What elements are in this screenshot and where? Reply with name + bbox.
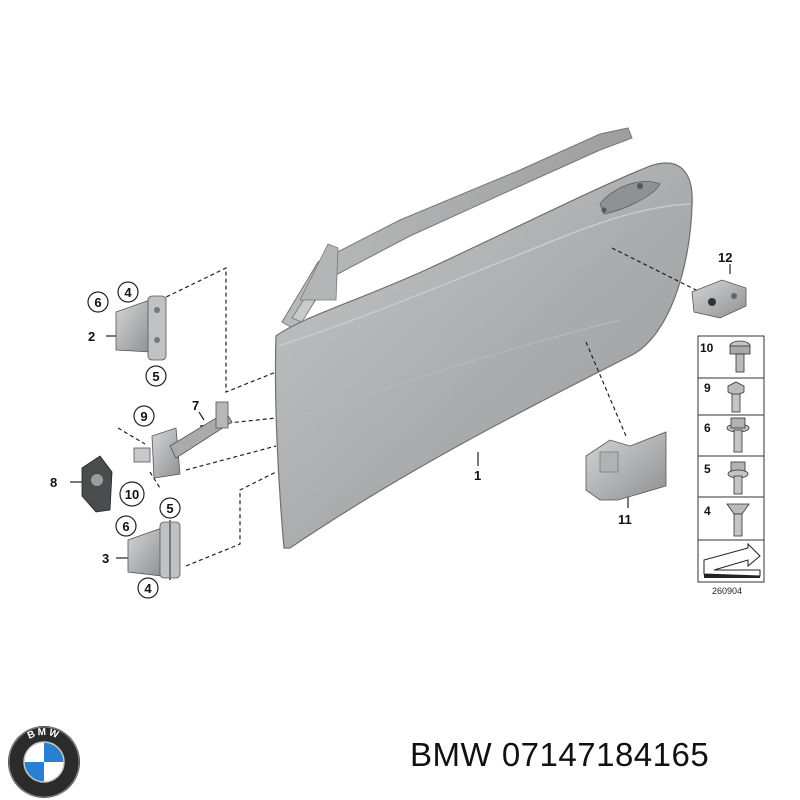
diagram-number: 260904 [712, 586, 742, 596]
label-part-9: 9 [140, 409, 147, 424]
label-part-2: 2 [88, 329, 95, 344]
lower-hinge [127, 520, 181, 580]
circled-labels [87, 281, 181, 599]
label-part-6-lower: 6 [122, 519, 129, 534]
label-part-4-lower: 4 [144, 581, 152, 596]
fastener-panel: 10 9 6 5 4 [697, 335, 765, 596]
lock-striker [691, 279, 747, 319]
label-part-10: 10 [125, 487, 139, 502]
circled-label-text: 4 6 5 9 10 5 6 4 [94, 285, 173, 596]
label-part-8: 8 [50, 475, 57, 490]
door-check-strap [133, 401, 233, 479]
upper-hinge [115, 295, 167, 361]
bmw-logo: BMW [8, 726, 80, 798]
door-window-frame [281, 127, 633, 331]
fastener-label-4: 4 [704, 504, 711, 518]
callout-5-lower [159, 497, 181, 519]
door-handle [599, 181, 661, 215]
bmw-logo-letters: BMW [26, 727, 62, 742]
countersunk-bolt-icon [726, 503, 750, 537]
leader-lines [117, 247, 701, 567]
label-part-4-upper: 4 [124, 285, 132, 300]
label-part-5-upper: 5 [152, 369, 159, 384]
connector-bracket [585, 431, 667, 501]
flange-bolt-icon [726, 417, 750, 453]
callout-9 [133, 405, 155, 427]
callout-5-upper [145, 365, 167, 387]
callout-6-upper [87, 291, 109, 313]
brand-name: BMW [410, 736, 493, 773]
collar-bolt-icon [727, 461, 749, 495]
callout-4-lower [137, 577, 159, 599]
part-caption: BMW 07147184165 [410, 736, 790, 786]
label-part-1: 1 [474, 468, 481, 483]
fastener-label-6: 6 [704, 421, 711, 435]
label-part-11: 11 [618, 512, 632, 527]
callout-10 [119, 481, 145, 507]
label-part-12: 12 [718, 250, 732, 265]
label-part-6-upper: 6 [94, 295, 101, 310]
fastener-label-5: 5 [704, 462, 711, 476]
part-number: 07147184165 [501, 736, 710, 773]
label-part-7: 7 [192, 398, 199, 413]
door-shell [274, 162, 693, 549]
label-part-5-lower: 5 [166, 501, 173, 516]
torx-bolt-icon [729, 340, 751, 373]
hex-bolt-icon [727, 381, 745, 413]
callout-4-upper [117, 281, 139, 303]
label-part-3: 3 [102, 551, 109, 566]
check-strap-gasket [81, 455, 113, 513]
callout-6-lower [115, 515, 137, 537]
fastener-label-9: 9 [704, 381, 711, 395]
arrow-direction-icon [703, 542, 761, 578]
fastener-label-10: 10 [700, 341, 714, 355]
part-labels: 1 2 3 7 8 11 12 [50, 250, 732, 566]
